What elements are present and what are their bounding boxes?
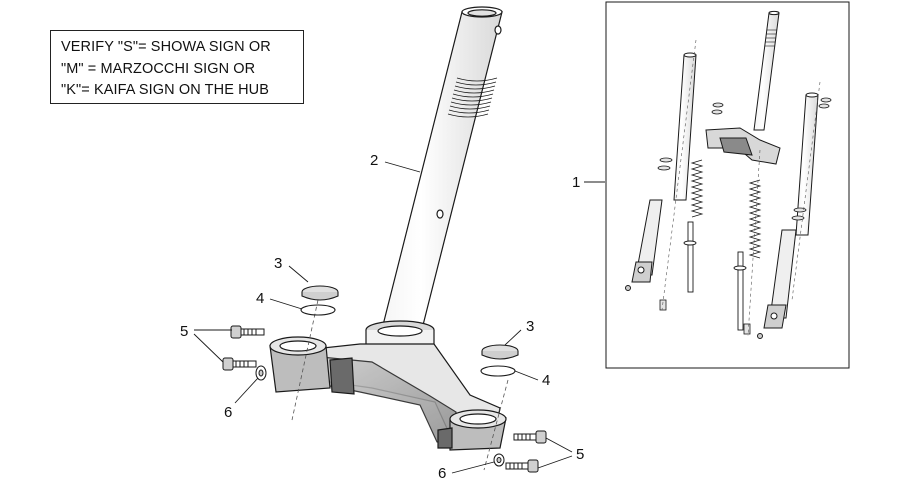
lower-triple-clamp [269, 320, 507, 451]
callout-5-left: 5 [180, 323, 189, 340]
callout-4-left: 4 [256, 290, 265, 307]
steering-stem [377, 6, 503, 346]
leader-lines [193, 161, 605, 474]
washer-left [255, 365, 267, 381]
dust-cap-right [481, 344, 519, 360]
bolt-left-upper [230, 325, 265, 339]
axis-lines [291, 299, 509, 471]
o-ring-right [480, 365, 516, 377]
callout-1: 1 [572, 174, 581, 191]
washer-right [493, 453, 505, 467]
callout-3-left: 3 [274, 255, 283, 272]
bolt-left-lower [222, 357, 257, 371]
fork-assembly-inset [605, 1, 850, 369]
callout-6-right: 6 [438, 465, 447, 482]
note-line-1: VERIFY "S"= SHOWA SIGN OR [61, 39, 271, 55]
callout-5-right: 5 [576, 446, 585, 463]
callout-4-right: 4 [542, 372, 551, 389]
note-line-2: "M" = MARZOCCHI SIGN OR [61, 61, 256, 77]
bolt-right-upper [513, 430, 547, 444]
callout-3-right: 3 [526, 318, 535, 335]
bolt-right-lower [505, 459, 539, 473]
callout-6-left: 6 [224, 404, 233, 421]
dust-cap-left [301, 285, 339, 301]
callout-2: 2 [370, 152, 379, 169]
note-line-3: "K"= KAIFA SIGN ON THE HUB [61, 82, 270, 98]
note-box: VERIFY "S"= SHOWA SIGN OR "M" = MARZOCCH… [50, 30, 304, 104]
o-ring-left [300, 304, 336, 316]
